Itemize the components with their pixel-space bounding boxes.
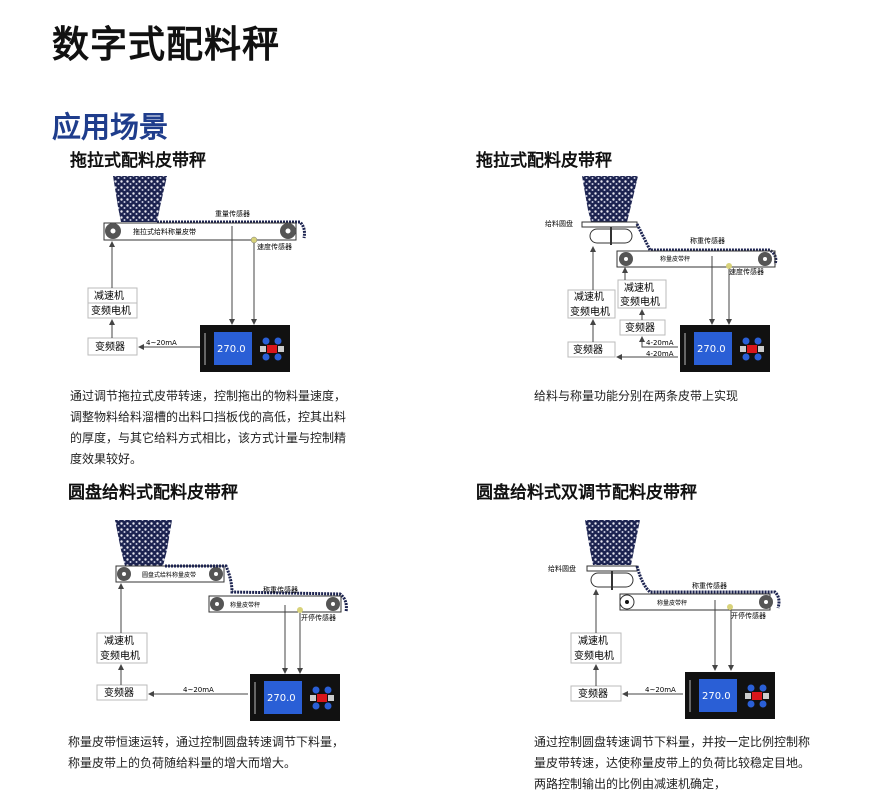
- svg-text:重量传感器: 重量传感器: [215, 209, 250, 218]
- svg-text:270.0: 270.0: [697, 344, 726, 355]
- svg-text:变频器: 变频器: [578, 687, 608, 700]
- svg-text:4~20mA: 4~20mA: [183, 686, 214, 694]
- svg-text:270.0: 270.0: [217, 344, 246, 355]
- desc-line: 通过调节拖拉式皮带转速，控制拖出的物料量速度，: [70, 389, 347, 403]
- svg-text:变频电机: 变频电机: [620, 295, 660, 308]
- svg-text:4~20mA: 4~20mA: [146, 339, 177, 347]
- page-title: 数字式配料秤: [52, 23, 280, 66]
- svg-text:减速机: 减速机: [578, 634, 608, 647]
- svg-text:称重传感器: 称重传感器: [690, 236, 725, 245]
- svg-text:称重传感器: 称重传感器: [692, 581, 727, 590]
- svg-text:圆盘式给料称量皮带: 圆盘式给料称量皮带: [142, 571, 196, 579]
- svg-text:4-20mA: 4-20mA: [646, 339, 674, 347]
- panel-description: 称量皮带恒速运转，通过控制圆盘转速调节下料量， 称量皮带上的负荷随给料量的增大而…: [68, 732, 344, 774]
- desc-line: 的厚度，与其它给料方式相比，该方式计量与控制精: [70, 431, 347, 445]
- desc-line: 给料与称量功能分别在两条皮带上实现: [534, 389, 739, 403]
- svg-text:变频电机: 变频电机: [570, 305, 610, 318]
- svg-text:变频器: 变频器: [95, 340, 125, 353]
- diagram-drag-belt: 拖拉式给料称量皮带 重量传感器 速度传感器 减速机 变频电机 变频器 4~20m…: [87, 176, 306, 372]
- svg-text:4~20mA: 4~20mA: [645, 686, 676, 694]
- panel-heading: 圆盘给料式配料皮带秤: [68, 483, 238, 503]
- svg-text:称量皮带秤: 称量皮带秤: [657, 599, 687, 607]
- svg-text:变频器: 变频器: [573, 343, 603, 356]
- svg-text:变频器: 变频器: [104, 686, 134, 699]
- svg-text:减速机: 减速机: [624, 281, 654, 294]
- svg-text:称重传感器: 称重传感器: [263, 585, 298, 594]
- desc-line: 量皮带转速，达使称量皮带上的负荷比较稳定目地。: [534, 756, 811, 770]
- panel-description: 给料与称量功能分别在两条皮带上实现: [534, 386, 738, 407]
- svg-text:减速机: 减速机: [104, 634, 134, 647]
- svg-text:变频电机: 变频电机: [91, 304, 131, 317]
- svg-text:270.0: 270.0: [267, 693, 296, 704]
- desc-line: 两路控制输出的比例由减速机确定，: [534, 777, 727, 791]
- diagram-dual-control: 给料圆盘 称量皮带秤 称重传感器 开停传感器 减速机 变频电机 变频器 4~20…: [548, 520, 781, 719]
- desc-line: 通过控制圆盘转速调节下料量，并按一定比例控制称: [534, 735, 811, 749]
- svg-text:给料圆盘: 给料圆盘: [545, 219, 573, 228]
- desc-line: 称量皮带恒速运转，通过控制圆盘转速调节下料量，: [68, 735, 345, 749]
- panel-heading: 圆盘给料式双调节配料皮带秤: [476, 483, 697, 503]
- svg-text:拖拉式给料称量皮带: 拖拉式给料称量皮带: [133, 227, 196, 236]
- svg-text:速度传感器: 速度传感器: [729, 267, 764, 276]
- diagram-two-belts: 给料圆盘 称量皮带秤 称重传感器 速度传感器 减速机 变频电机 变频器 减速机 …: [545, 176, 778, 372]
- panel-description: 通过调节拖拉式皮带转速，控制拖出的物料量速度， 调整物料给料溜槽的出料口挡板伐的…: [70, 386, 346, 470]
- svg-text:给料圆盘: 给料圆盘: [548, 564, 576, 573]
- panel-heading: 拖拉式配料皮带秤: [70, 151, 206, 171]
- svg-text:减速机: 减速机: [574, 290, 604, 303]
- svg-text:开停传感器: 开停传感器: [731, 611, 766, 620]
- svg-text:变频电机: 变频电机: [100, 649, 140, 662]
- diagram-disk-feed: 圆盘式给料称量皮带 称量皮带秤 称重传感器 开停传感器 减速机 变频电机 变频器…: [96, 520, 348, 721]
- desc-line: 称量皮带上的负荷随给料量的增大而增大。: [68, 756, 297, 770]
- svg-text:减速机: 减速机: [94, 289, 124, 302]
- section-title: 应用场景: [52, 110, 169, 144]
- svg-text:变频电机: 变频电机: [574, 649, 614, 662]
- panel-heading: 拖拉式配料皮带秤: [476, 151, 612, 171]
- svg-text:称量皮带秤: 称量皮带秤: [230, 601, 260, 609]
- svg-text:开停传感器: 开停传感器: [301, 613, 336, 622]
- svg-text:270.0: 270.0: [702, 691, 731, 702]
- svg-text:称量皮带秤: 称量皮带秤: [660, 255, 690, 263]
- belt: [103, 222, 297, 241]
- svg-text:变频器: 变频器: [625, 321, 655, 334]
- desc-line: 调整物料给料溜槽的出料口挡板伐的高低，控其出料: [70, 410, 347, 424]
- hopper: [113, 176, 167, 222]
- panel-description: 通过控制圆盘转速调节下料量，并按一定比例控制称 量皮带转速，达使称量皮带上的负荷…: [534, 732, 810, 795]
- svg-text:4-20mA: 4-20mA: [646, 350, 674, 358]
- desc-line: 度效果较好。: [70, 452, 143, 466]
- svg-text:速度传感器: 速度传感器: [257, 242, 292, 251]
